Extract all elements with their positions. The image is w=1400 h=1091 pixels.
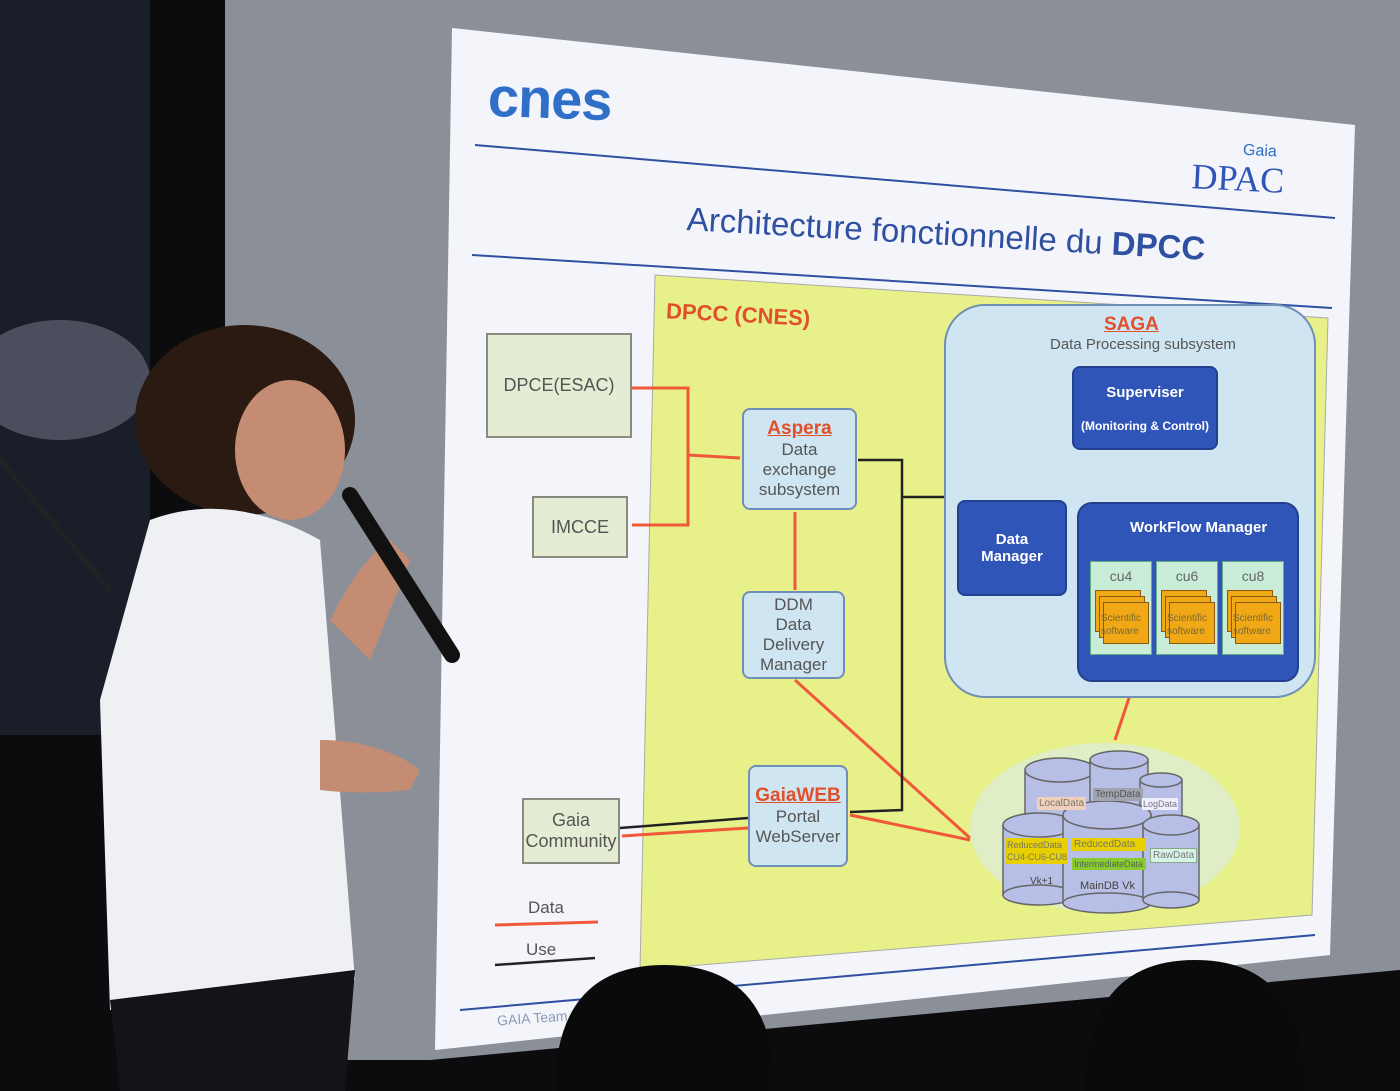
dpce-label: DPCE(ESAC) <box>503 375 615 395</box>
gaiaweb-line: WebServer <box>755 827 841 846</box>
db-prev-version: Vk+1 <box>1030 876 1054 887</box>
gaiaweb-line: Portal <box>775 807 821 826</box>
cnes-logo: cnes <box>486 64 613 133</box>
data-manager-line: Data <box>995 531 1029 548</box>
db-reduced-cu-line: CU4-CU6-CU8 <box>1007 852 1068 862</box>
legend-use: Use <box>526 940 557 959</box>
superviser-box: Superviser (Monitoring & Control) <box>1072 366 1218 450</box>
ddm-line: Data Delivery <box>762 615 825 654</box>
data-arrows <box>494 386 1132 927</box>
dpce-box: DPCE(ESAC) <box>486 333 632 438</box>
cu-unit: cu8 Scientific software <box>1222 561 1284 655</box>
aspera-box: Aspera Data exchange subsystem <box>742 408 857 510</box>
software-label: software <box>1101 626 1139 637</box>
title-bold: DPCC <box>1110 224 1207 267</box>
data-manager-line: Manager <box>981 548 1043 565</box>
gaia-community-box: Gaia Community <box>522 798 620 864</box>
imcce-box: IMCCE <box>532 496 628 558</box>
cu-label: cu6 <box>1175 568 1199 584</box>
superviser-title: Superviser <box>1106 383 1184 401</box>
software-label: Scientific <box>1101 613 1142 624</box>
db-maindb: MainDB Vk <box>1080 880 1136 892</box>
imcce-label: IMCCE <box>551 516 609 537</box>
ddm-line: DDM <box>774 595 813 614</box>
db-logdata: LogData <box>1142 798 1179 810</box>
software-label: software <box>1167 626 1205 637</box>
gaiaweb-box: GaiaWEB Portal WebServer <box>748 765 848 867</box>
software-label: Scientific <box>1233 613 1274 624</box>
aspera-title: Aspera <box>767 418 832 439</box>
ddm-line: Manager <box>759 655 828 674</box>
audience-heads <box>555 960 1305 1091</box>
cu-label: cu4 <box>1109 568 1133 584</box>
software-label: software <box>1233 626 1271 637</box>
db-reduceddata: ReducedData <box>1072 838 1146 851</box>
community-line: Gaia <box>551 810 591 830</box>
community-line: Community <box>525 831 617 851</box>
ddm-box: DDM Data Delivery Manager <box>742 591 845 679</box>
cu-label: cu8 <box>1241 568 1265 584</box>
superviser-sub: (Monitoring & Control) <box>1081 418 1209 433</box>
workflow-title: WorkFlow Manager <box>1130 519 1268 536</box>
db-localdata: LocalData <box>1037 797 1087 810</box>
db-tempdata: TempData <box>1093 788 1143 801</box>
saga-subtitle: Data Processing subsystem <box>1050 336 1236 353</box>
legend-data: Data <box>528 898 564 917</box>
dpac-logo-big: DPAC <box>1190 156 1286 201</box>
db-reduced-cu-line: ReducedData <box>1007 840 1063 850</box>
db-intermediatedata: IntermediateData <box>1072 858 1146 870</box>
microphone <box>342 487 460 663</box>
cu-unit: cu4 Scientific software <box>1090 561 1152 655</box>
data-manager-box: Data Manager <box>957 500 1067 596</box>
software-label: Scientific <box>1167 613 1208 624</box>
db-reduced-cu: ReducedData CU4-CU6-CU8 <box>1006 838 1069 864</box>
db-rawdata: RawData <box>1150 848 1198 863</box>
aspera-line: subsystem <box>758 480 841 499</box>
aspera-line: Data exchange <box>762 440 837 479</box>
saga-title: SAGA <box>1104 314 1159 335</box>
cu-unit: cu6 Scientific software <box>1156 561 1218 655</box>
presenter <box>100 325 460 1091</box>
gaiaweb-title: GaiaWEB <box>755 785 841 806</box>
